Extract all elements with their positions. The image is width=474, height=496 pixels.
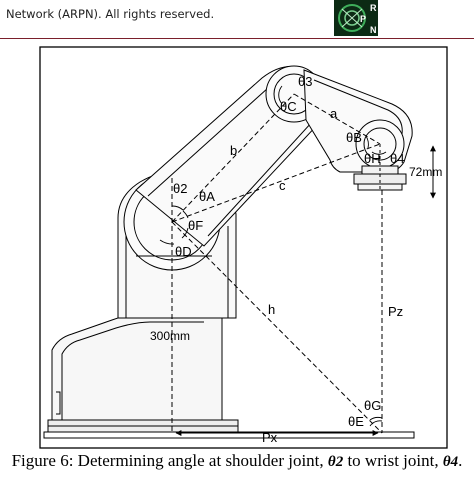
label-theta3: θ3 <box>298 74 312 89</box>
label-b: b <box>230 143 237 158</box>
label-300mm: 300mm <box>150 329 190 343</box>
running-header: Network (ARPN). All rights reserved. <box>6 7 215 21</box>
geometry-lines <box>171 93 436 436</box>
label-thetaG: θG <box>364 398 381 413</box>
label-thetaH: θH <box>364 151 381 166</box>
label-theta2: θ2 <box>173 181 187 196</box>
robot-base <box>43 311 415 439</box>
caption-symbol-theta2: θ2 <box>327 454 344 470</box>
label-thetaC: θC <box>280 99 297 114</box>
logo-letter-r: R <box>370 3 377 13</box>
label-thetaF: θF <box>188 218 203 233</box>
figure-caption: Figure 6: Determining angle at shoulder … <box>0 450 474 473</box>
label-theta4: θ4 <box>390 151 404 166</box>
header-rule <box>0 38 474 39</box>
robot-arm-figure: θ3 θC a θB θH θ4 b θ2 θA c θF θD h Pz θG… <box>39 46 448 449</box>
caption-symbol-theta4: θ4 <box>442 454 459 470</box>
logo-letter-p: P <box>360 14 366 24</box>
figure-frame <box>39 46 448 449</box>
label-thetaA: θA <box>199 189 215 204</box>
label-px: Px <box>262 430 278 445</box>
label-h: h <box>268 302 275 317</box>
label-pz: Pz <box>388 304 403 319</box>
label-thetaB: θB <box>346 130 362 145</box>
label-c: c <box>279 178 286 193</box>
figure-labels: θ3 θC a θB θH θ4 b θ2 θA c θF θD h Pz θG… <box>150 74 442 445</box>
label-thetaE: θE <box>348 414 364 429</box>
logo-letter-n: N <box>370 25 377 35</box>
label-thetaD: θD <box>175 244 192 259</box>
caption-text-before: Figure 6: Determining angle at shoulder … <box>11 451 324 470</box>
caption-text-after: . <box>458 451 463 470</box>
caption-text-middle: to wrist joint, <box>347 451 439 470</box>
label-72mm: 72mm <box>409 165 442 179</box>
journal-logo: R P N <box>334 0 378 36</box>
label-a: a <box>330 106 338 121</box>
angle-arcs <box>159 85 387 427</box>
